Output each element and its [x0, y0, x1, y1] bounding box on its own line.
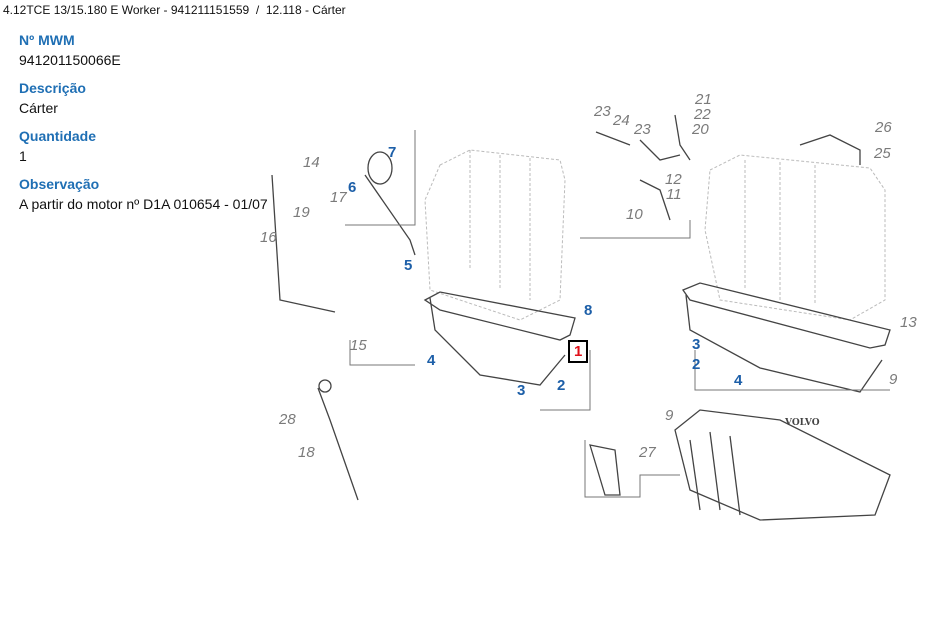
callout-2[interactable]: 2 — [692, 356, 701, 373]
quantity-label: Quantidade — [19, 128, 97, 144]
callout-4[interactable]: 4 — [734, 372, 743, 389]
callout-21[interactable]: 21 — [695, 91, 712, 108]
callout-3[interactable]: 3 — [517, 382, 526, 399]
callout-9[interactable]: 9 — [665, 407, 674, 424]
callout-7[interactable]: 7 — [388, 144, 397, 161]
callout-10[interactable]: 10 — [626, 206, 643, 223]
description-label: Descrição — [19, 80, 86, 96]
callout-22[interactable]: 22 — [694, 106, 711, 123]
description-value: Cárter — [19, 100, 58, 116]
callout-4[interactable]: 4 — [427, 352, 436, 369]
callout-24[interactable]: 24 — [613, 112, 630, 129]
mwm-value: 941201150066E — [19, 52, 121, 68]
part-details: Nº MWM 941201150066E Descrição Cárter Qu… — [19, 32, 268, 224]
callout-19[interactable]: 19 — [293, 204, 310, 221]
callout-9[interactable]: 9 — [889, 371, 898, 388]
callout-16[interactable]: 16 — [260, 229, 277, 246]
quantity-value: 1 — [19, 148, 27, 164]
callout-17[interactable]: 17 — [330, 189, 347, 206]
callout-11[interactable]: 11 — [666, 186, 682, 203]
callout-13[interactable]: 13 — [900, 314, 917, 331]
callout-6[interactable]: 6 — [348, 179, 357, 196]
callout-3[interactable]: 3 — [692, 336, 701, 353]
callout-23[interactable]: 23 — [594, 103, 611, 120]
callout-5[interactable]: 5 — [404, 257, 413, 274]
callout-2[interactable]: 2 — [557, 377, 566, 394]
brand-text: VOLVO — [785, 418, 820, 428]
callout-1-selected[interactable]: 1 — [568, 340, 589, 363]
callout-27[interactable]: 27 — [639, 444, 656, 461]
callout-20[interactable]: 20 — [692, 121, 709, 138]
callout-23[interactable]: 23 — [634, 121, 651, 138]
callout-12[interactable]: 12 — [665, 171, 682, 188]
callout-28[interactable]: 28 — [279, 411, 296, 428]
note-label: Observação — [19, 176, 100, 192]
callout-14[interactable]: 14 — [303, 154, 320, 171]
callout-25[interactable]: 25 — [874, 145, 891, 162]
breadcrumb: 4.12TCE 13/15.180 E Worker - 94121115155… — [3, 3, 346, 17]
mwm-label: Nº MWM — [19, 32, 75, 48]
callout-15[interactable]: 15 — [350, 337, 367, 354]
note-value: A partir do motor nº D1A 010654 - 01/07 — [19, 196, 268, 212]
callout-26[interactable]: 26 — [875, 119, 892, 136]
callout-8[interactable]: 8 — [584, 302, 593, 319]
callout-18[interactable]: 18 — [298, 444, 315, 461]
